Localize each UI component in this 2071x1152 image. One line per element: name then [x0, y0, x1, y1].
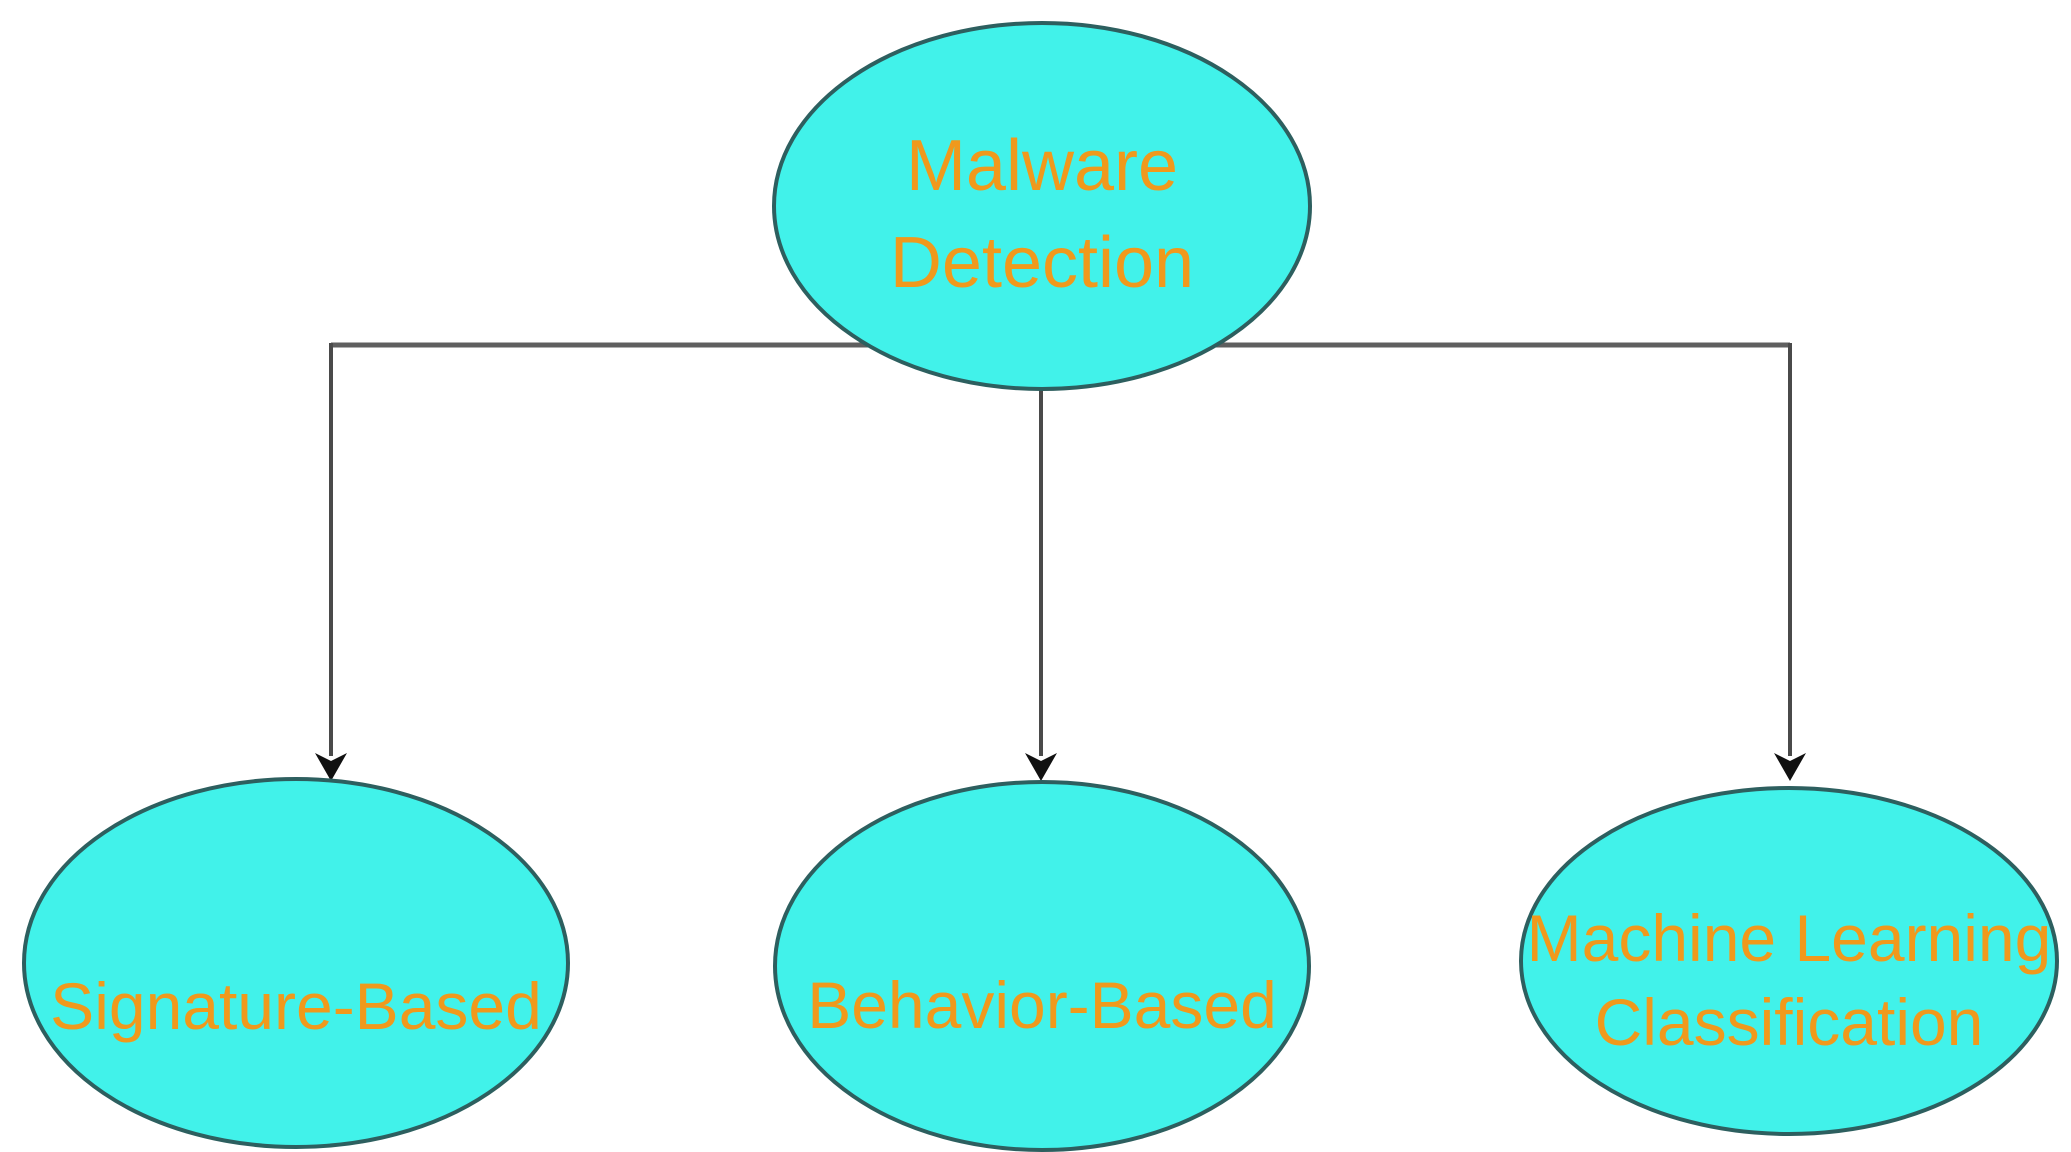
node-signature-based-ellipse — [22, 777, 570, 1149]
node-ml-classification-label-line1: Machine Learning — [1527, 901, 2052, 975]
node-malware-detection-label-line1: Malware — [906, 126, 1178, 206]
arrowhead-down-icon — [1025, 753, 1057, 781]
node-malware-detection-label-line2: Detection — [890, 223, 1194, 303]
arrowhead-down-icon — [1774, 753, 1806, 781]
node-behavior-based-label: Behavior-Based — [807, 968, 1277, 1042]
node-ml-classification-ellipse — [1519, 786, 2059, 1136]
arrowhead-down-icon — [315, 753, 347, 781]
node-ml-classification-label-line2: Classification — [1595, 985, 1984, 1059]
node-behavior-based-ellipse — [773, 780, 1311, 1152]
node-signature-based-label: Signature-Based — [50, 969, 542, 1043]
node-malware-detection-ellipse — [772, 21, 1312, 391]
